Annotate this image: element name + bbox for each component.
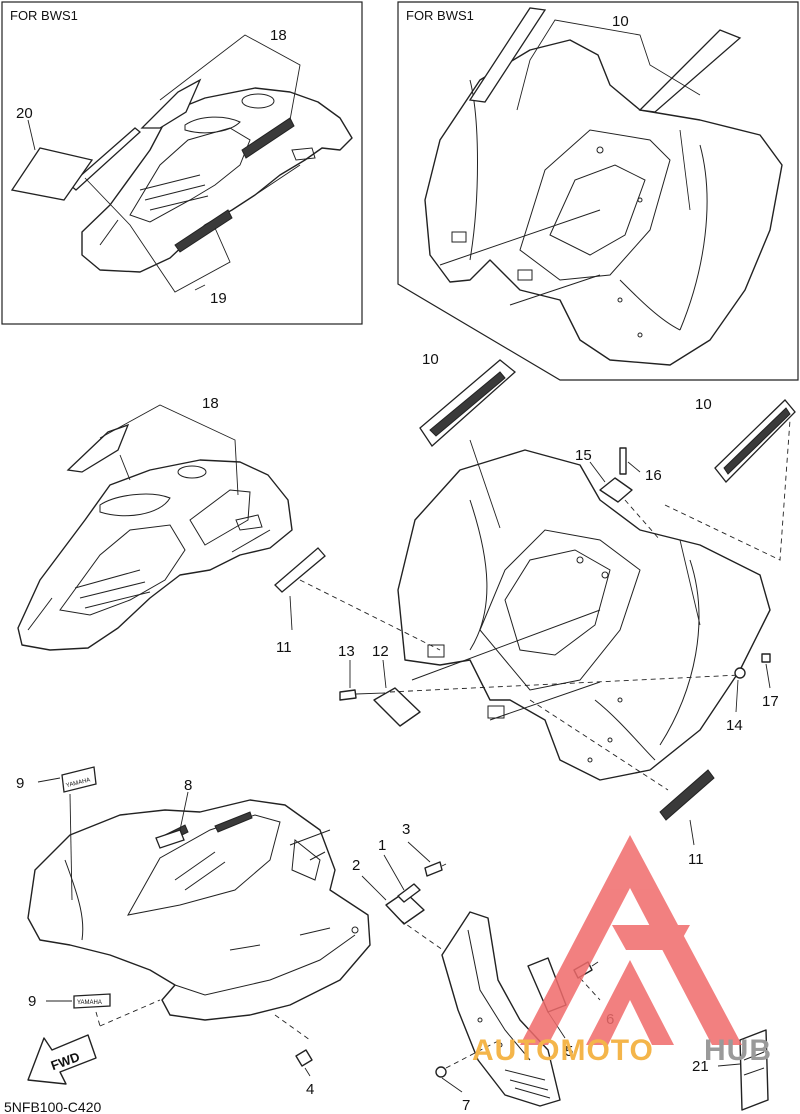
callout-19-inset: 19 [210, 290, 227, 307]
callout-3: 3 [402, 821, 410, 838]
inset-box-left [1, 1, 363, 325]
callout-11-bottom: 11 [688, 851, 704, 868]
decal-11-bottom [659, 769, 715, 821]
inset-decal-18 [140, 78, 202, 129]
inset-decal-20 [10, 147, 94, 201]
mud-flap-assembly [441, 911, 561, 1107]
callout-16: 16 [645, 467, 662, 484]
callout-5: 5 [565, 1043, 573, 1060]
decal-9-top [61, 766, 97, 793]
decal-9-top-text: YAMAHA [65, 777, 91, 789]
callout-21: 21 [692, 1058, 709, 1075]
decal-10-right-inner [723, 407, 791, 475]
decal-18-main [66, 423, 130, 473]
inset-decal-10-right [638, 29, 742, 113]
callout-2: 2 [352, 857, 360, 874]
callout-1: 1 [378, 837, 386, 854]
callout-7: 7 [462, 1097, 470, 1114]
callout-20-inset: 20 [16, 105, 33, 122]
part-1-bracket [397, 883, 421, 903]
callout-17: 17 [762, 693, 779, 710]
callout-10-inset: 10 [612, 13, 629, 30]
decal-10-left-inner [429, 371, 506, 437]
decal-9-bottom [73, 993, 111, 1009]
fwd-arrow: FWD [27, 1034, 97, 1085]
diagram-code: 5NFB100-C420 [4, 1099, 101, 1114]
decal-11-left [274, 547, 326, 593]
callout-9-bottom: 9 [28, 993, 36, 1010]
callout-11-left: 11 [276, 639, 292, 656]
part-14-nut [734, 667, 746, 679]
callout-18-main: 18 [202, 395, 219, 412]
decal-8 [155, 829, 185, 849]
inset-decal-10-left [468, 7, 547, 103]
inset-right-header: FOR BWS1 [406, 8, 474, 23]
part-4-nut [295, 1049, 313, 1067]
part-12-plate [373, 687, 421, 727]
callout-8: 8 [184, 777, 192, 794]
part-13-screw [339, 689, 357, 701]
decal-9-bottom-text: YAMAHA [77, 1000, 102, 1006]
front-fender-assembly [17, 459, 293, 651]
callout-4: 4 [306, 1081, 314, 1098]
watermark-text-automoto: AUTOMOTO [472, 1034, 654, 1067]
inset-front-fender [81, 87, 353, 273]
part-21-label [739, 1029, 769, 1111]
rear-fender-assembly [397, 449, 771, 781]
callout-15: 15 [575, 447, 592, 464]
inset-box-right [397, 1, 799, 381]
callout-13: 13 [338, 643, 355, 660]
part-3-screw [424, 861, 443, 877]
callout-12: 12 [372, 643, 389, 660]
part-7-nut [435, 1066, 447, 1078]
part-15-bracket [599, 477, 633, 503]
inset-left-header: FOR BWS1 [10, 8, 78, 23]
callout-10-right: 10 [695, 396, 712, 413]
part-16-bolt [619, 447, 627, 475]
watermark-logo [520, 835, 742, 1045]
part-17-clip [761, 653, 771, 663]
front-cover-assembly [27, 799, 371, 1021]
callout-18-inset: 18 [270, 27, 287, 44]
callout-10-left: 10 [422, 351, 439, 368]
callout-9-top: 9 [16, 775, 24, 792]
callout-14: 14 [726, 717, 743, 734]
inset-decal-stripe [68, 127, 142, 191]
watermark-text-hub: HUB [704, 1034, 772, 1067]
